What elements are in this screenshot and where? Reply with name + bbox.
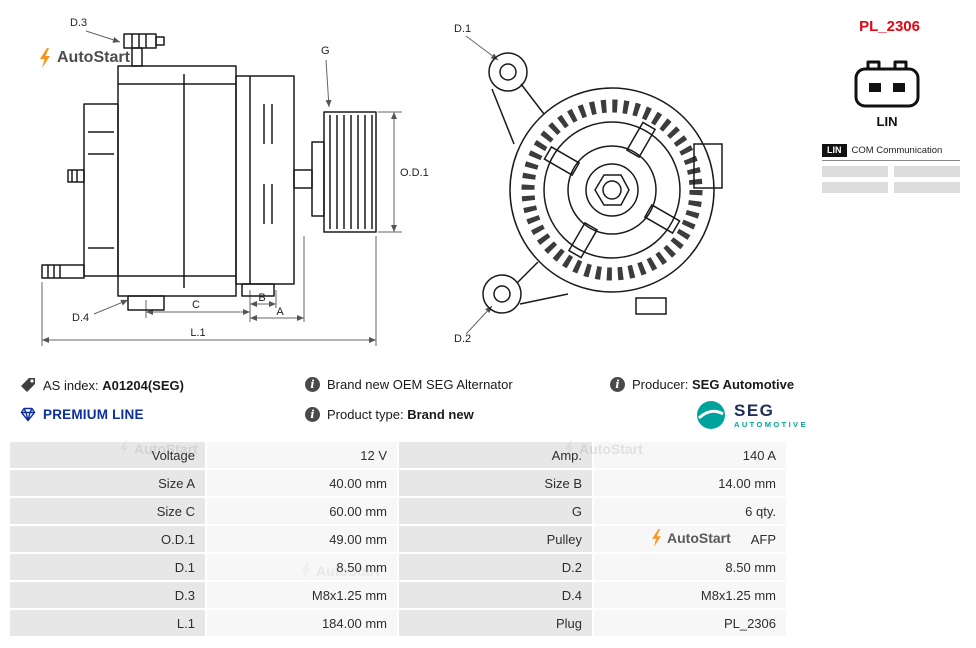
spec-label: Plug xyxy=(399,610,592,636)
dim-label-d1: D.1 xyxy=(454,23,471,35)
dim-label-b: B xyxy=(258,292,265,304)
spec-label: G xyxy=(399,498,592,524)
spec-label: O.D.1 xyxy=(10,526,205,552)
seg-globe-icon xyxy=(697,401,725,429)
producer-label: Producer: xyxy=(632,377,689,392)
producer: i Producer: SEG Automotive xyxy=(610,377,794,392)
connector-plug-icon xyxy=(854,60,920,108)
dim-label-l1: L.1 xyxy=(190,327,205,339)
producer-value: SEG Automotive xyxy=(692,377,795,392)
spec-label: Size C xyxy=(10,498,205,524)
oem-note-text: Brand new OEM SEG Alternator xyxy=(327,377,513,392)
spec-value: M8x1.25 mm xyxy=(207,582,397,608)
spec-value: M8x1.25 mm xyxy=(594,582,786,608)
spec-label: Size A xyxy=(10,470,205,496)
info-icon: i xyxy=(610,377,625,392)
lightning-bolt-icon xyxy=(40,48,50,68)
seg-logo-name: SEG xyxy=(734,400,775,420)
side-part-outline xyxy=(41,33,377,311)
spec-label: Voltage xyxy=(10,442,205,468)
spec-table: Voltage 12 V Amp. 140 A Size A 40.00 mm … xyxy=(10,442,786,636)
info-icon: i xyxy=(305,407,320,422)
as-index-value: A01204(SEG) xyxy=(102,377,184,393)
spec-value: 140 A xyxy=(594,442,786,468)
product-type-value: Brand new xyxy=(407,407,474,422)
spec-value: 12 V xyxy=(207,442,397,468)
spec-label: D.2 xyxy=(399,554,592,580)
diamond-icon xyxy=(20,407,36,422)
alternator-side-view-drawing: D.3 G O.D.1 D.4 C B A L.1 xyxy=(41,17,429,346)
tag-icon xyxy=(21,378,35,392)
seg-automotive-logo: SEG AUTOMOTIVE xyxy=(695,399,808,431)
dim-label-od1: O.D.1 xyxy=(400,167,429,179)
side-dimension-labels: D.3 G O.D.1 D.4 C B A L.1 xyxy=(70,17,429,339)
dim-label-a: A xyxy=(276,306,284,318)
communication-row: LIN COM Communication xyxy=(822,144,960,161)
spec-label: D.3 xyxy=(10,582,205,608)
comm-ghost-row xyxy=(822,165,960,177)
spec-value: 60.00 mm xyxy=(207,498,397,524)
plug-code-link[interactable]: PL_2306 xyxy=(859,18,920,35)
brand-name: AutoStart xyxy=(57,49,130,66)
autostart-logo: AutoStart xyxy=(38,48,130,68)
comm-ghost-row xyxy=(822,181,960,193)
product-type: i Product type: Brand new xyxy=(305,407,474,422)
spec-value: 40.00 mm xyxy=(207,470,397,496)
comm-protocol-badge: LIN xyxy=(822,144,847,157)
dim-label-d4: D.4 xyxy=(72,312,89,324)
connector-type-label: LIN xyxy=(876,114,898,129)
spec-value: 184.00 mm xyxy=(207,610,397,636)
spec-value: PL_2306 xyxy=(594,610,786,636)
spec-value: 14.00 mm xyxy=(594,470,786,496)
premium-line-label: PREMIUM LINE xyxy=(43,407,144,422)
product-type-label: Product type: xyxy=(327,407,404,422)
alternator-front-view-drawing: D.1 D.2 xyxy=(454,23,723,345)
premium-line: PREMIUM LINE xyxy=(20,407,144,422)
front-dimension-lines xyxy=(465,35,499,335)
info-icon: i xyxy=(305,377,320,392)
spec-value: 49.00 mm xyxy=(207,526,397,552)
spec-value: 6 qty. xyxy=(594,498,786,524)
as-index-label: AS index: xyxy=(43,377,99,393)
side-dimension-lines xyxy=(41,30,402,346)
communication-table: LIN COM Communication xyxy=(822,144,960,193)
dim-label-d2: D.2 xyxy=(454,333,471,345)
spec-label: D.4 xyxy=(399,582,592,608)
spec-value: 8.50 mm xyxy=(594,554,786,580)
front-part-outline xyxy=(482,52,723,315)
spec-value: 8.50 mm xyxy=(207,554,397,580)
oem-note: i Brand new OEM SEG Alternator xyxy=(305,377,513,392)
dim-label-c: C xyxy=(192,299,200,311)
comm-protocol-label: COM Communication xyxy=(851,144,943,156)
spec-label: L.1 xyxy=(10,610,205,636)
spec-value: AFP xyxy=(594,526,786,552)
as-index: AS index: A01204(SEG) xyxy=(20,377,184,393)
seg-logo-sub: AUTOMOTIVE xyxy=(734,419,808,429)
spec-label: Pulley xyxy=(399,526,592,552)
spec-label: D.1 xyxy=(10,554,205,580)
front-dimension-labels: D.1 D.2 xyxy=(454,23,471,345)
dim-label-g: G xyxy=(321,45,330,57)
spec-label: Size B xyxy=(399,470,592,496)
spec-label: Amp. xyxy=(399,442,592,468)
dim-label-d3: D.3 xyxy=(70,17,87,29)
